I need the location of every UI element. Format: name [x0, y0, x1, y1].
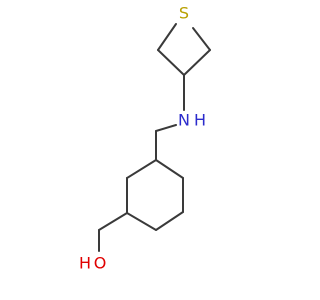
- atom-hydroxyl-oxygen-label: O: [94, 254, 107, 273]
- bond-s-c-top-right: [192, 27, 211, 51]
- bond-ring-left-lower: [157, 49, 185, 76]
- bond-cyc-3: [155, 211, 184, 231]
- molecule-structure-diagram: S N H H O: [79, 4, 211, 273]
- atom-hydroxyl-hydrogen-label: H: [79, 254, 91, 273]
- bond-cyc-6: [126, 159, 157, 179]
- atom-label-layer: S N H H O: [79, 4, 206, 273]
- bond-ring-right-lower: [183, 49, 211, 76]
- bond-cyclohexane-ch2: [98, 212, 128, 231]
- bond-n-ch2: [155, 124, 177, 132]
- bond-layer: [98, 23, 211, 252]
- bond-cyc-4: [126, 212, 157, 231]
- atom-nitrogen-label: N: [178, 111, 190, 130]
- bond-cyc-1: [155, 159, 184, 179]
- bond-s-c-top-left: [157, 23, 177, 51]
- atom-nitrogen-hydrogen-label: H: [194, 111, 206, 130]
- atom-sulfur-label: S: [179, 4, 189, 23]
